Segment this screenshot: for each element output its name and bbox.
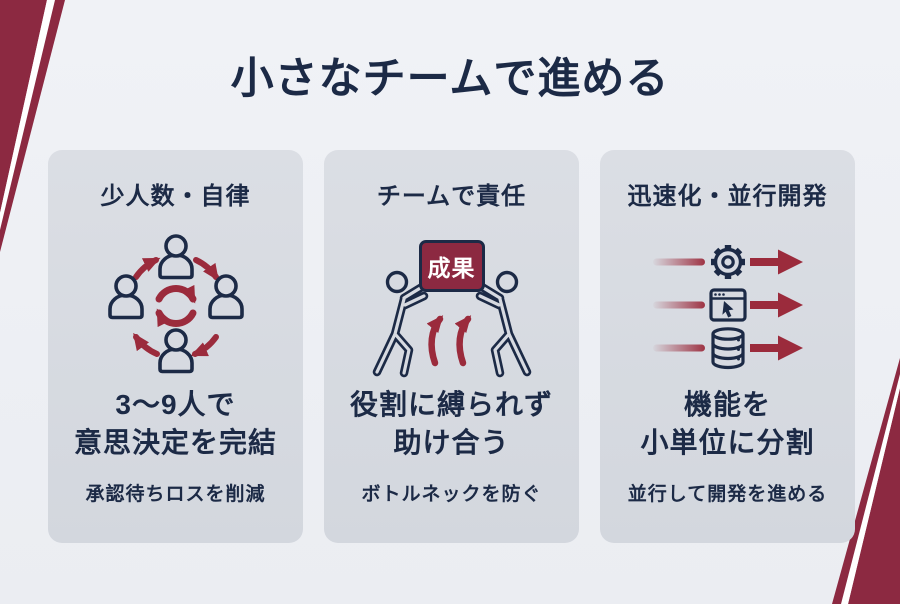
person-icon — [157, 234, 194, 280]
pipeline-row — [652, 245, 803, 279]
card-sub-text: ボトルネックを防ぐ — [361, 484, 542, 505]
card-title: チームで責任 — [376, 183, 527, 210]
cards-row: 少人数・自律 — [48, 150, 855, 543]
parallel-arrows-icon — [652, 245, 803, 370]
gear-icon — [710, 245, 745, 279]
person-icon — [107, 274, 144, 320]
card-team-responsibility: チームで責任 成果 — [324, 150, 579, 543]
card-main-text: 3〜9人で 意思決定を完結 — [73, 389, 277, 458]
card-parallel-development: 迅速化・並行開発 — [600, 150, 855, 543]
team-lift-icon — [372, 270, 531, 378]
pipeline-row — [652, 327, 803, 370]
card-icon-area — [623, 220, 833, 384]
card-icon-area: 成果 — [347, 220, 557, 384]
card-title: 迅速化・並行開発 — [627, 183, 828, 210]
card-icon-area — [71, 220, 281, 384]
people-cycle-icon — [107, 234, 244, 374]
card-main-text: 役割に縛られず 助け合う — [349, 389, 553, 458]
card-sub-text: 並行して開発を進める — [627, 484, 828, 505]
person-figure-icon — [475, 270, 531, 378]
card-sub-text: 承認待ちロスを削減 — [85, 484, 266, 505]
page-title: 小さなチームで進める — [230, 55, 670, 103]
person-icon — [207, 274, 244, 320]
person-icon — [157, 328, 194, 374]
card-small-team: 少人数・自律 — [48, 150, 303, 543]
person-figure-icon — [372, 270, 428, 378]
database-icon — [710, 327, 745, 370]
outcome-badge: 成果 — [418, 240, 485, 292]
card-title: 少人数・自律 — [100, 183, 251, 210]
browser-cursor-icon — [708, 288, 747, 322]
pipeline-row — [652, 288, 803, 322]
card-main-text: 機能を 小単位に分割 — [640, 389, 815, 458]
